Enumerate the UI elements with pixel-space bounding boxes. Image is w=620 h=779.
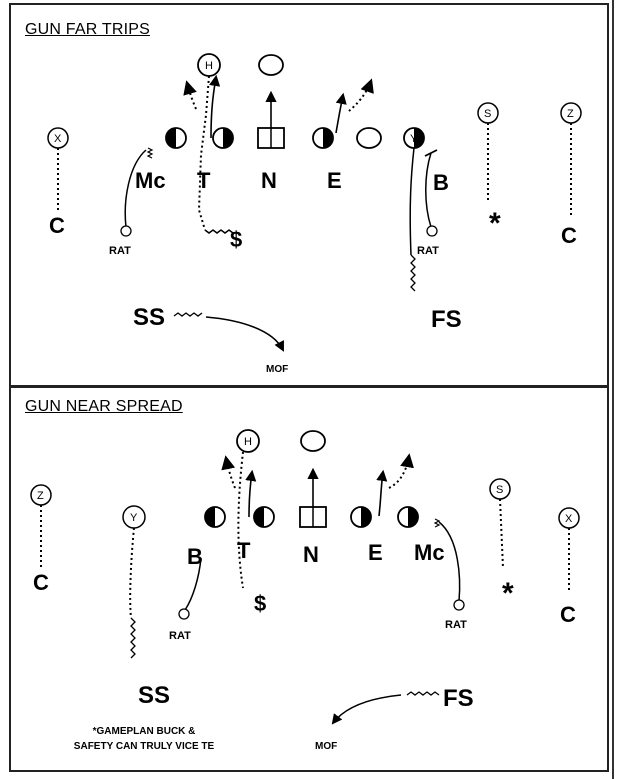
receiver-letter-x: X [54,133,62,145]
defender-c-left: C [49,213,65,238]
receiver-letter-h: H [244,436,252,448]
rat-tag-left: RAT [109,245,131,257]
defender-c-right: C [561,223,577,248]
defender-n: N [303,542,319,567]
diagram-panel-gun-far-trips: GUN FAR TRIPS Y H X S Z [9,3,609,387]
receiver-letter-y: Y [410,133,418,145]
defender-mc: Mc [135,168,166,193]
formation-diagram: Y H X S Z [47,53,582,375]
star-tag: * [489,207,501,240]
defender-n: N [261,168,277,193]
defender-e: E [327,168,342,193]
diagram-panel-gun-near-spread: GUN NEAR SPREAD H Z Y S X [9,386,609,772]
receiver-letter-y: Y [130,512,138,524]
defender-fs: FS [431,306,462,333]
defender-fs: FS [443,685,474,712]
panel-title: GUN FAR TRIPS [25,21,150,38]
receiver-letter-z: Z [567,108,574,120]
gameplan-note-line2: SAFETY CAN TRULY VICE TE [74,741,215,752]
rat-tag-left: RAT [169,630,191,642]
receiver-letter-h: H [205,60,213,72]
quarterback-circle [300,430,326,452]
defender-t: T [197,168,211,193]
rat-tag-right: RAT [417,245,439,257]
defender-c-left: C [33,570,49,595]
rat-tag-right: RAT [445,619,467,631]
receiver-letter-x: X [565,513,573,525]
gameplan-note-line1: *GAMEPLAN BUCK & [93,726,196,737]
offensive-tackle-circle [356,127,382,149]
defender-b: B [433,170,449,195]
receiver-letter-s: S [496,484,503,496]
page-edge-line [612,0,614,779]
half-fill-mark [166,128,176,148]
dollar-tag: $ [230,227,242,252]
mof-tag: MOF [266,364,288,375]
dollar-tag: $ [254,591,266,616]
defender-mc: Mc [414,540,445,565]
mof-tag: MOF [315,741,337,752]
half-fill-mark [223,128,233,148]
defender-c-right: C [560,602,576,627]
half-fill-mark [323,128,333,148]
defender-b: B [187,544,203,569]
formation-diagram: H Z Y S X [30,429,580,752]
receiver-letter-s: S [484,108,491,120]
quarterback-circle [258,54,284,76]
defender-ss: SS [138,682,170,709]
defender-t: T [237,538,251,563]
defender-e: E [368,540,383,565]
receiver-letter-z: Z [37,490,44,502]
defender-ss: SS [133,304,165,331]
star-tag: * [502,577,514,610]
panel-title: GUN NEAR SPREAD [25,398,183,415]
